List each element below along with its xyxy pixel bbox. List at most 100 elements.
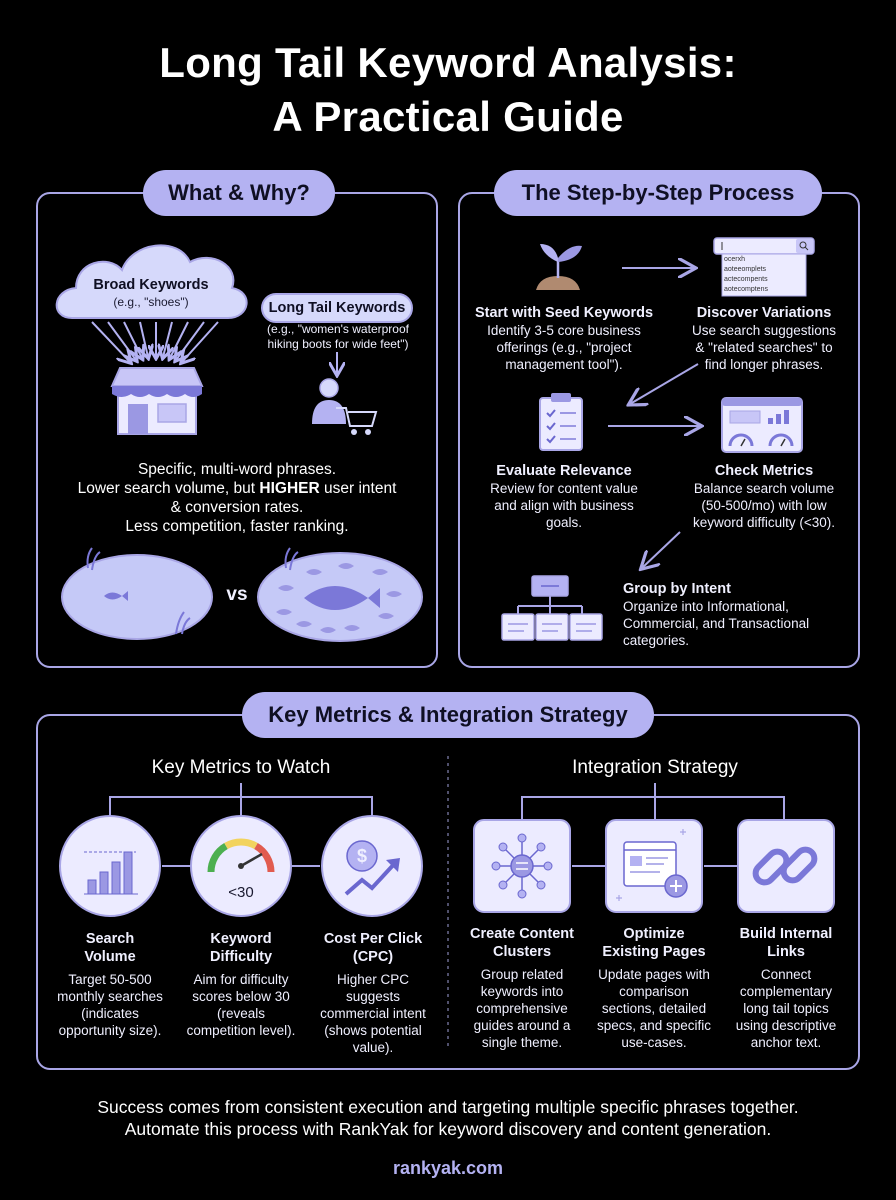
step-line: Organize into Informational, — [623, 599, 789, 614]
hierarchy-icon — [501, 575, 603, 641]
crowded-pond-icon — [257, 547, 423, 642]
step-line: management tool"). — [505, 357, 623, 372]
metric-line: Aim for difficulty — [193, 972, 289, 987]
metric-line: value). — [352, 1040, 394, 1055]
clipboard-icon — [539, 393, 583, 451]
step-title: Check Metrics — [714, 463, 814, 479]
strategy-line: comprehensive — [476, 1001, 568, 1016]
page-title-line-1: Long Tail Keyword Analysis: — [159, 39, 737, 86]
strategy-line: using descriptive — [735, 1018, 837, 1033]
strategy-line: Group related — [480, 967, 564, 982]
strategy-line: keywords into — [480, 984, 564, 999]
step-title: Evaluate Relevance — [496, 463, 632, 479]
step-line: and align with business — [494, 498, 634, 513]
strategy-line: comparison — [619, 984, 689, 999]
strategy-line: specs, and specific — [596, 1018, 712, 1033]
strategy-line: use-cases. — [621, 1035, 687, 1050]
step-line: & "related searches" to — [695, 340, 833, 355]
metric-line: (shows potential — [324, 1023, 422, 1038]
metric-line: (reveals — [216, 1006, 265, 1021]
search-suggestion: aotecomptens — [724, 286, 768, 293]
long-tail-example-line-1: (e.g., "women's waterproof — [267, 322, 409, 336]
search-suggestion: actecompents — [724, 276, 768, 283]
step-line: find longer phrases. — [704, 357, 824, 372]
site-link[interactable]: rankyak.com — [392, 1158, 504, 1178]
step-evaluate-relevance: Evaluate Relevance Review for content va… — [474, 462, 654, 531]
step-line: Identify 3-5 core business — [487, 323, 641, 338]
broad-keywords-title: Broad Keywords — [93, 277, 209, 293]
description-line-2: Lower search volume, but HIGHER user int… — [56, 479, 418, 498]
step-line: categories. — [623, 633, 690, 648]
metric-title-line-1: Keyword — [210, 931, 272, 947]
long-tail-badge — [261, 293, 413, 323]
metric-line: (indicates — [81, 1006, 139, 1021]
strategy-title-line-2: Existing Pages — [602, 944, 706, 960]
strategy-line: sections, detailed — [601, 1001, 707, 1016]
strategy-line: Connect — [760, 967, 812, 982]
strategy-title-line-1: Optimize — [623, 926, 685, 942]
step-title: Group by Intent — [623, 581, 731, 597]
metric-line: suggests — [345, 989, 401, 1004]
strategy-title-line-2: Clusters — [492, 944, 552, 960]
metric-line: commercial intent — [320, 1006, 426, 1021]
process-heading: The Step-by-Step Process — [494, 170, 822, 216]
metric-title-line-1: Cost Per Click — [323, 931, 423, 947]
metric-search-volume: Search Volume Target 50-500 monthly sear… — [48, 930, 172, 1039]
funnel-arrows-icon — [91, 321, 219, 362]
description-line-4: Less competition, faster ranking. — [125, 518, 349, 535]
vs-label: vs — [226, 584, 248, 605]
gauge-label: <30 — [228, 884, 254, 901]
footer-line-2: Automate this process with RankYak for k… — [124, 1119, 772, 1139]
metrics-strategy-heading: Key Metrics & Integration Strategy — [242, 692, 654, 738]
description-line-2-end: user intent — [319, 480, 397, 497]
metric-line: opportunity size). — [58, 1023, 162, 1038]
cpc-icon — [321, 815, 423, 917]
footer-text: Success comes from consistent execution … — [0, 1096, 896, 1140]
metric-line: monthly searches — [57, 989, 163, 1004]
page-title: Long Tail Keyword Analysis: A Practical … — [0, 36, 896, 144]
metric-cpc: Cost Per Click (CPC) Higher CPC suggests… — [310, 930, 436, 1056]
description-emphasis: HIGHER — [259, 480, 320, 497]
step-line: keyword difficulty (<30). — [693, 515, 835, 530]
search-suggestion: aoteeomplets — [724, 266, 767, 273]
link-icon — [737, 819, 835, 913]
strategy-title-line-2: Links — [767, 944, 805, 960]
shopper-icon — [312, 378, 378, 435]
description-line-2-start: Lower search volume, but — [77, 480, 260, 497]
page-title-line-2: A Practical Guide — [272, 93, 624, 140]
seedling-icon — [536, 244, 582, 290]
long-tail-example-line-2: hiking boots for wide feet") — [267, 337, 409, 351]
long-tail-title: Long Tail Keywords — [268, 300, 406, 316]
strategy-line: single theme. — [481, 1035, 563, 1050]
strategy-line: complementary — [739, 984, 833, 999]
strategy-internal-links: Build Internal Links Connect complementa… — [724, 925, 848, 1051]
search-suggestions: ocerxh aoteeomplets actecompents aotecom… — [724, 255, 804, 295]
step-line: Review for content value — [490, 481, 638, 496]
strategy-line: guides around a — [473, 1018, 571, 1033]
step-line: (50-500/mo) with low — [701, 498, 827, 513]
long-tail-example: (e.g., "women's waterproof hiking boots … — [248, 322, 428, 352]
metric-line: scores below 30 — [192, 989, 290, 1004]
content-cluster-icon — [473, 819, 571, 913]
strategy-subheading: Integration Strategy — [572, 757, 738, 778]
strategy-line: Update pages with — [598, 967, 710, 982]
small-pond-icon — [61, 547, 213, 640]
metric-title-line-2: Difficulty — [209, 949, 273, 965]
dollar-icon: $ — [356, 846, 367, 866]
step-title: Discover Variations — [696, 305, 832, 321]
cloud-icon — [55, 244, 248, 319]
strategy-content-clusters: Create Content Clusters Group related ke… — [460, 925, 584, 1051]
strategy-line: long tail topics — [743, 1001, 829, 1016]
metrics-subheading: Key Metrics to Watch — [151, 757, 331, 778]
strategy-line: anchor text. — [750, 1035, 822, 1050]
step-check-metrics: Check Metrics Balance search volume (50-… — [680, 462, 848, 531]
step-seed-keywords: Start with Seed Keywords Identify 3-5 co… — [466, 304, 662, 373]
search-volume-icon — [59, 815, 161, 917]
gauge-icon — [190, 815, 292, 917]
long-tail-description: Specific, multi-word phrases. Lower sear… — [56, 460, 418, 536]
search-box-icon — [713, 237, 815, 297]
search-suggestion: ocerxh — [724, 256, 746, 263]
step-group-by-intent: Group by Intent Organize into Informatio… — [623, 580, 853, 649]
